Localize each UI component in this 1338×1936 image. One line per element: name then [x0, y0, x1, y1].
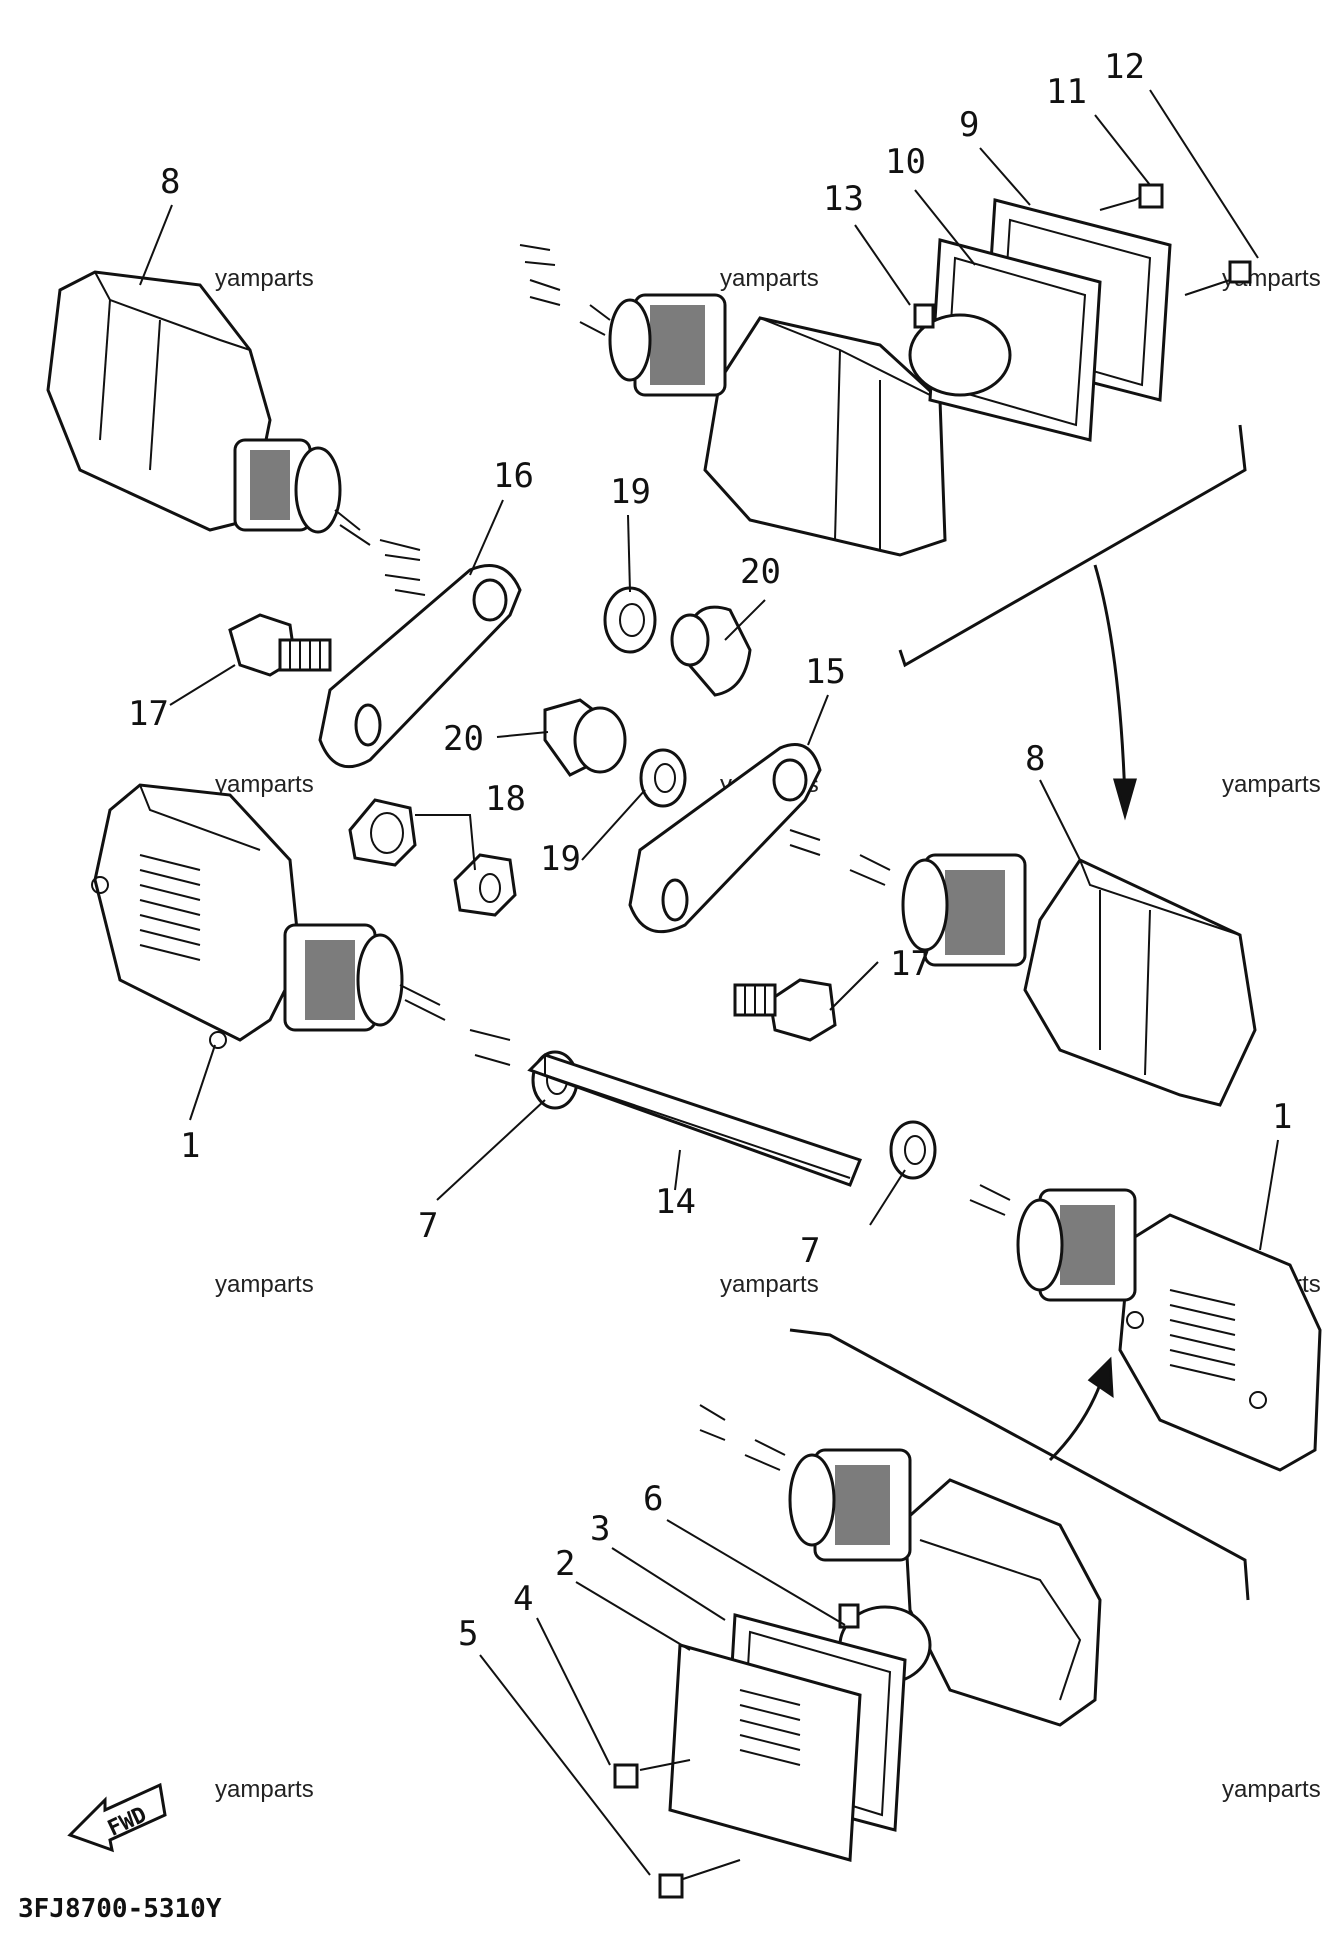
bracket-16 [318, 564, 522, 769]
flasher-front-left [91, 783, 511, 1066]
part-label-10: 10 [885, 142, 926, 182]
strip-14 [527, 1053, 862, 1187]
group-indicators [789, 424, 1250, 1601]
nut-19-top [603, 586, 657, 654]
lens-assembly-bottom [613, 1613, 907, 1899]
watermark: yamparts [215, 1271, 314, 1298]
grommet-20-top [670, 605, 752, 697]
part-label-18: 18 [485, 779, 526, 819]
part-label-17: 17 [890, 944, 931, 984]
part-label-4: 4 [513, 1579, 533, 1619]
flasher-lower-exploded [699, 1404, 1102, 1727]
part-label-6: 6 [643, 1479, 663, 1519]
part-label-12: 12 [1104, 47, 1145, 87]
part-label-3: 3 [590, 1509, 610, 1549]
part-label-7: 7 [800, 1231, 820, 1271]
part-label-16: 16 [493, 456, 534, 496]
leader-lines [139, 89, 1279, 1876]
part-label-20: 20 [740, 552, 781, 592]
flasher-rear-left [46, 270, 426, 596]
part-label-8: 8 [1025, 739, 1045, 779]
nut-18-a [348, 798, 417, 867]
flasher-front-right-lower [969, 1184, 1322, 1472]
bracket-15 [628, 743, 822, 934]
watermark: yamparts [720, 1271, 819, 1298]
nut-19-mid [639, 748, 687, 808]
grommet-20-mid [543, 698, 627, 777]
watermark: yamparts [215, 265, 314, 292]
part-label-9: 9 [959, 105, 979, 145]
part-label-2: 2 [555, 1544, 575, 1584]
watermark: yamparts [215, 771, 314, 798]
watermark: yamparts [1222, 771, 1321, 798]
flasher-front-right [789, 829, 1257, 1107]
nut-7-right [889, 1120, 937, 1180]
watermark: yamparts [720, 265, 819, 292]
bolt-17-right [733, 978, 837, 1042]
part-label-19: 19 [540, 839, 581, 879]
part-label-11: 11 [1046, 72, 1087, 112]
part-label-20: 20 [443, 719, 484, 759]
part-label-1: 1 [180, 1126, 200, 1166]
part-label-13: 13 [823, 179, 864, 219]
part-label-7: 7 [418, 1206, 438, 1246]
lens-assembly-top [908, 183, 1252, 442]
part-label-5: 5 [458, 1614, 478, 1654]
part-label-19: 19 [610, 472, 651, 512]
watermark: yamparts [1222, 1776, 1321, 1803]
part-label-17: 17 [128, 694, 169, 734]
flasher-rear-right [519, 244, 947, 557]
part-labels: 8 12 11 9 10 13 16 19 20 20 15 17 18 19 … [128, 47, 1292, 1654]
diagram-code: 3FJ8700-5310Y [18, 1894, 222, 1924]
forward-arrow: FWD [67, 1782, 167, 1853]
part-label-1: 1 [1272, 1097, 1292, 1137]
part-label-14: 14 [655, 1182, 696, 1222]
watermark: yamparts [215, 1776, 314, 1803]
bolt-17-left [228, 613, 332, 677]
nut-18-b [453, 853, 517, 917]
part-label-15: 15 [805, 652, 846, 692]
part-label-8: 8 [160, 162, 180, 202]
